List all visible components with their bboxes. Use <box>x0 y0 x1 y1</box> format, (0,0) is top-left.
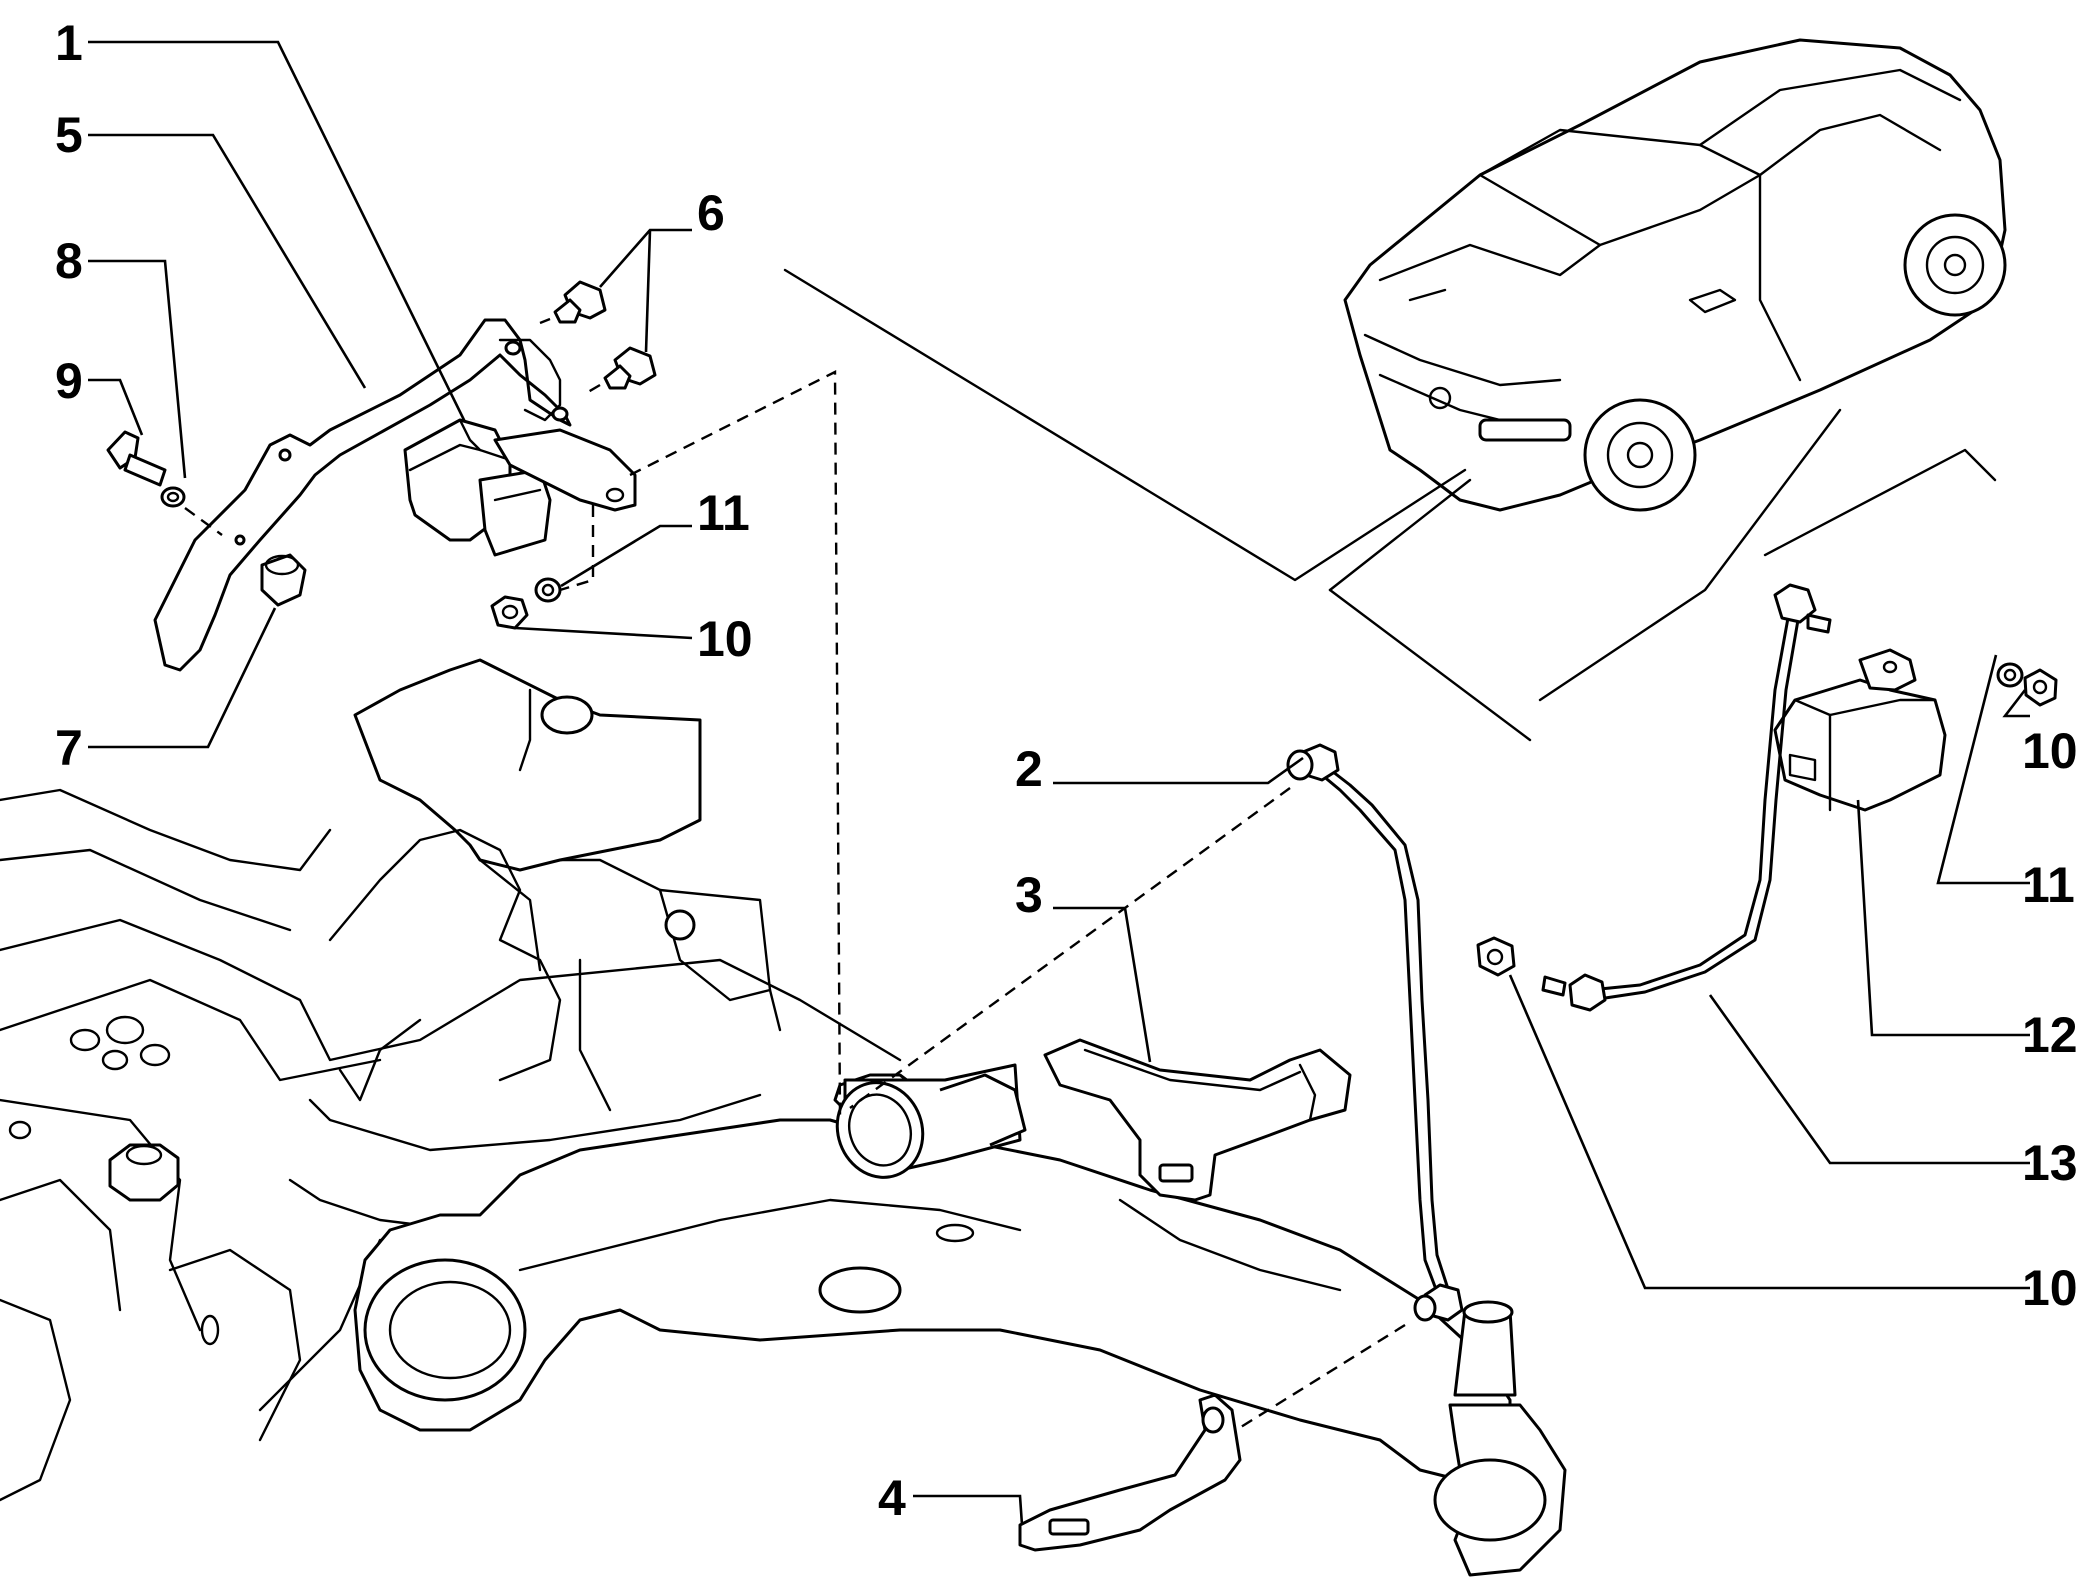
screws-part-6 <box>539 280 657 394</box>
callout-1: 1 <box>55 15 83 71</box>
washer-part-11-right <box>1996 662 2024 688</box>
callout-10-right-top: 10 <box>2022 723 2078 779</box>
nut-part-10-right-bottom <box>1476 936 1516 977</box>
callout-4: 4 <box>878 1470 906 1526</box>
callout-6: 6 <box>697 185 725 241</box>
callout-10-top: 10 <box>697 611 753 667</box>
callout-10-right-bottom: 10 <box>2022 1260 2078 1316</box>
callout-11-right: 11 <box>2022 857 2075 913</box>
callout-7: 7 <box>55 720 83 776</box>
control-arm <box>353 1063 1567 1577</box>
washer-part-11-top <box>534 577 562 603</box>
bushing-part-7 <box>260 553 307 607</box>
bracket-part-4 <box>1018 1393 1242 1552</box>
callout-8: 8 <box>55 233 83 289</box>
callout-12: 12 <box>2022 1007 2078 1063</box>
subframe-structure <box>0 658 902 1502</box>
nut-part-10-top <box>490 595 529 630</box>
link-rod-part-13 <box>1541 583 1832 1012</box>
callout-9: 9 <box>55 353 83 409</box>
callout-13: 13 <box>2022 1135 2078 1191</box>
bolt-part-9 <box>106 430 167 487</box>
callout-3: 3 <box>1015 867 1043 923</box>
bracket-part-5 <box>153 318 572 672</box>
nut-part-10-right-top <box>2023 668 2058 707</box>
view-reference-lines <box>783 268 1997 742</box>
shield-part-3 <box>1043 1038 1352 1202</box>
callout-11-top: 11 <box>697 485 750 541</box>
washer-part-8 <box>160 486 186 508</box>
sensor-part-12 <box>1773 648 1947 812</box>
leader-lines <box>88 40 2030 1526</box>
car-illustration <box>1343 38 2007 512</box>
callout-5: 5 <box>55 107 83 163</box>
callout-2: 2 <box>1015 741 1043 797</box>
level-sensor-part-1 <box>403 418 637 557</box>
callout-labels: 1 5 8 9 7 6 11 10 2 3 4 10 11 12 13 10 <box>55 15 2078 1526</box>
link-rod-part-2 <box>1286 743 1464 1322</box>
